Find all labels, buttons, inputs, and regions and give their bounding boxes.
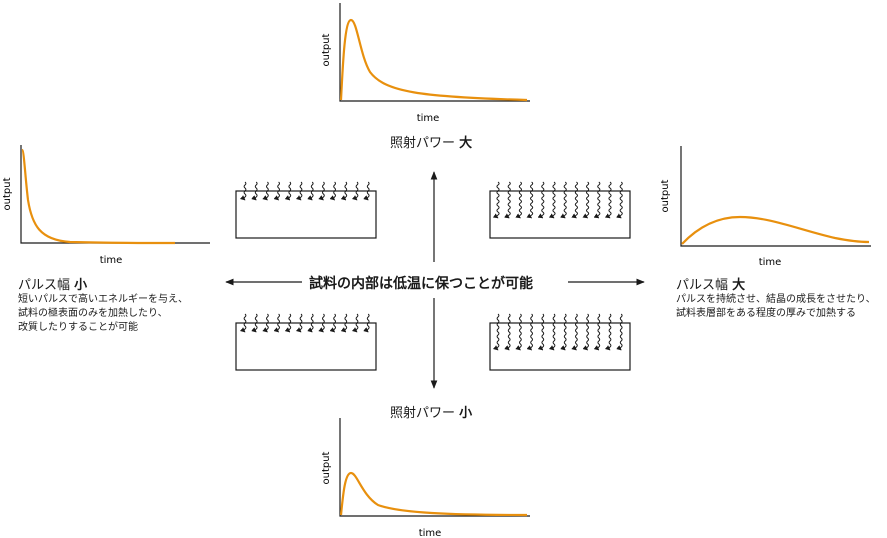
graph-right-ylabel: output — [660, 179, 671, 212]
energy-arrow — [492, 313, 500, 351]
energy-arrow — [318, 181, 325, 201]
energy-arrow — [251, 313, 258, 333]
energy-arrow — [239, 313, 247, 333]
energy-arrow — [340, 181, 348, 201]
power-label-bottom-text: 照射パワー — [390, 406, 456, 421]
energy-arrow — [504, 181, 511, 219]
energy-arrow — [251, 181, 258, 201]
energy-arrow — [548, 181, 556, 219]
energy-arrow — [571, 181, 578, 219]
sample-box-top-left — [235, 190, 377, 239]
energy-arrow — [526, 313, 533, 351]
graph-bottom-axes — [339, 418, 530, 517]
graph-left-curve — [20, 148, 176, 245]
description-left-line-2: 試料の極表面のみを加熱したり、 — [18, 308, 168, 319]
pulse-label-left-text: パルス幅 — [18, 278, 71, 293]
energy-arrow — [593, 313, 601, 351]
sample-box-bottom-left — [235, 322, 377, 371]
center-statement: 試料の内部は低温に保つことが可能 — [305, 273, 537, 293]
energy-arrow — [582, 181, 590, 219]
graph-left-ylabel: output — [2, 177, 13, 210]
energy-arrow — [492, 181, 500, 219]
pulse-label-right-size: 大 — [732, 278, 746, 293]
energy-arrows-bottom-left — [239, 313, 370, 333]
energy-arrow — [363, 181, 370, 201]
graph-bottom-xlabel: time — [419, 528, 442, 538]
energy-arrow — [526, 181, 534, 219]
energy-arrow — [307, 181, 314, 201]
pulse-label-right: パルス幅 大 — [676, 274, 745, 293]
energy-arrow — [560, 181, 567, 219]
energy-arrow — [239, 181, 247, 201]
pulse-label-left: パルス幅 小 — [18, 274, 87, 293]
description-left: 短いパルスで高いエネルギーを与え、 試料の極表面のみを加熱したり、 改質したりす… — [18, 293, 188, 335]
energy-arrow — [329, 181, 336, 201]
description-right-line-2: 試料表層部をある程度の厚みで加熱する — [676, 308, 856, 319]
power-label-top-size: 大 — [459, 136, 473, 151]
energy-arrows-top-right — [492, 181, 623, 219]
energy-arrows-bottom-right — [492, 313, 623, 351]
graph-top-xlabel: time — [417, 113, 440, 124]
graph-top-curve — [339, 18, 528, 102]
energy-arrow — [515, 313, 522, 351]
energy-arrow — [504, 313, 511, 351]
energy-arrow — [295, 313, 303, 333]
energy-arrow — [363, 313, 370, 333]
energy-arrow — [515, 181, 522, 219]
energy-arrow — [329, 313, 336, 333]
graph-left: time output — [2, 145, 210, 266]
graph-left-xlabel: time — [100, 255, 123, 266]
pulse-label-right-text: パルス幅 — [676, 278, 729, 293]
energy-arrow — [262, 181, 269, 201]
energy-arrow — [284, 313, 292, 333]
energy-arrow — [582, 313, 589, 351]
graph-bottom-curve — [339, 471, 528, 517]
graph-top-ylabel: output — [321, 33, 332, 66]
energy-arrow — [571, 313, 578, 351]
energy-arrow — [351, 181, 359, 201]
energy-arrow — [307, 313, 314, 333]
power-label-top-text: 照射パワー — [390, 136, 456, 151]
energy-arrow — [295, 181, 303, 201]
energy-arrow — [262, 313, 269, 333]
energy-arrow — [273, 313, 280, 333]
energy-arrow — [537, 181, 545, 219]
graph-bottom: time output — [321, 418, 530, 538]
graph-top-axes — [339, 3, 530, 102]
description-right: パルスを持続させ、結晶の成長をさせたり、 試料表層部をある程度の厚みで加熱する — [676, 293, 876, 321]
energy-arrow — [560, 313, 567, 351]
energy-arrow — [273, 181, 280, 201]
graph-top: time output — [321, 3, 530, 124]
energy-arrow — [616, 181, 623, 219]
description-right-line-1: パルスを持続させ、結晶の成長をさせたり、 — [676, 294, 876, 305]
energy-arrow — [604, 313, 612, 351]
energy-arrow — [616, 313, 623, 351]
pulse-label-left-size: 小 — [74, 278, 88, 293]
energy-arrow — [593, 181, 601, 219]
energy-arrow — [548, 313, 556, 351]
graph-left-axes — [20, 145, 210, 244]
energy-arrow — [318, 313, 325, 333]
graph-right-axes — [680, 146, 871, 247]
energy-arrow — [340, 313, 348, 333]
graph-right-xlabel: time — [759, 257, 782, 268]
graph-bottom-ylabel: output — [321, 451, 332, 484]
energy-arrow — [537, 313, 545, 351]
description-left-line-3: 改質したりすることが可能 — [18, 322, 138, 333]
power-label-bottom: 照射パワー 小 — [390, 402, 472, 421]
graph-right: time output — [660, 146, 871, 268]
energy-arrow — [604, 181, 612, 219]
power-label-top: 照射パワー 大 — [390, 132, 472, 151]
graph-right-curve — [681, 215, 870, 245]
power-label-bottom-size: 小 — [459, 406, 473, 421]
energy-arrows-top-left — [239, 181, 370, 201]
energy-arrow — [284, 181, 292, 201]
energy-arrow — [351, 313, 359, 333]
description-left-line-1: 短いパルスで高いエネルギーを与え、 — [18, 294, 188, 305]
